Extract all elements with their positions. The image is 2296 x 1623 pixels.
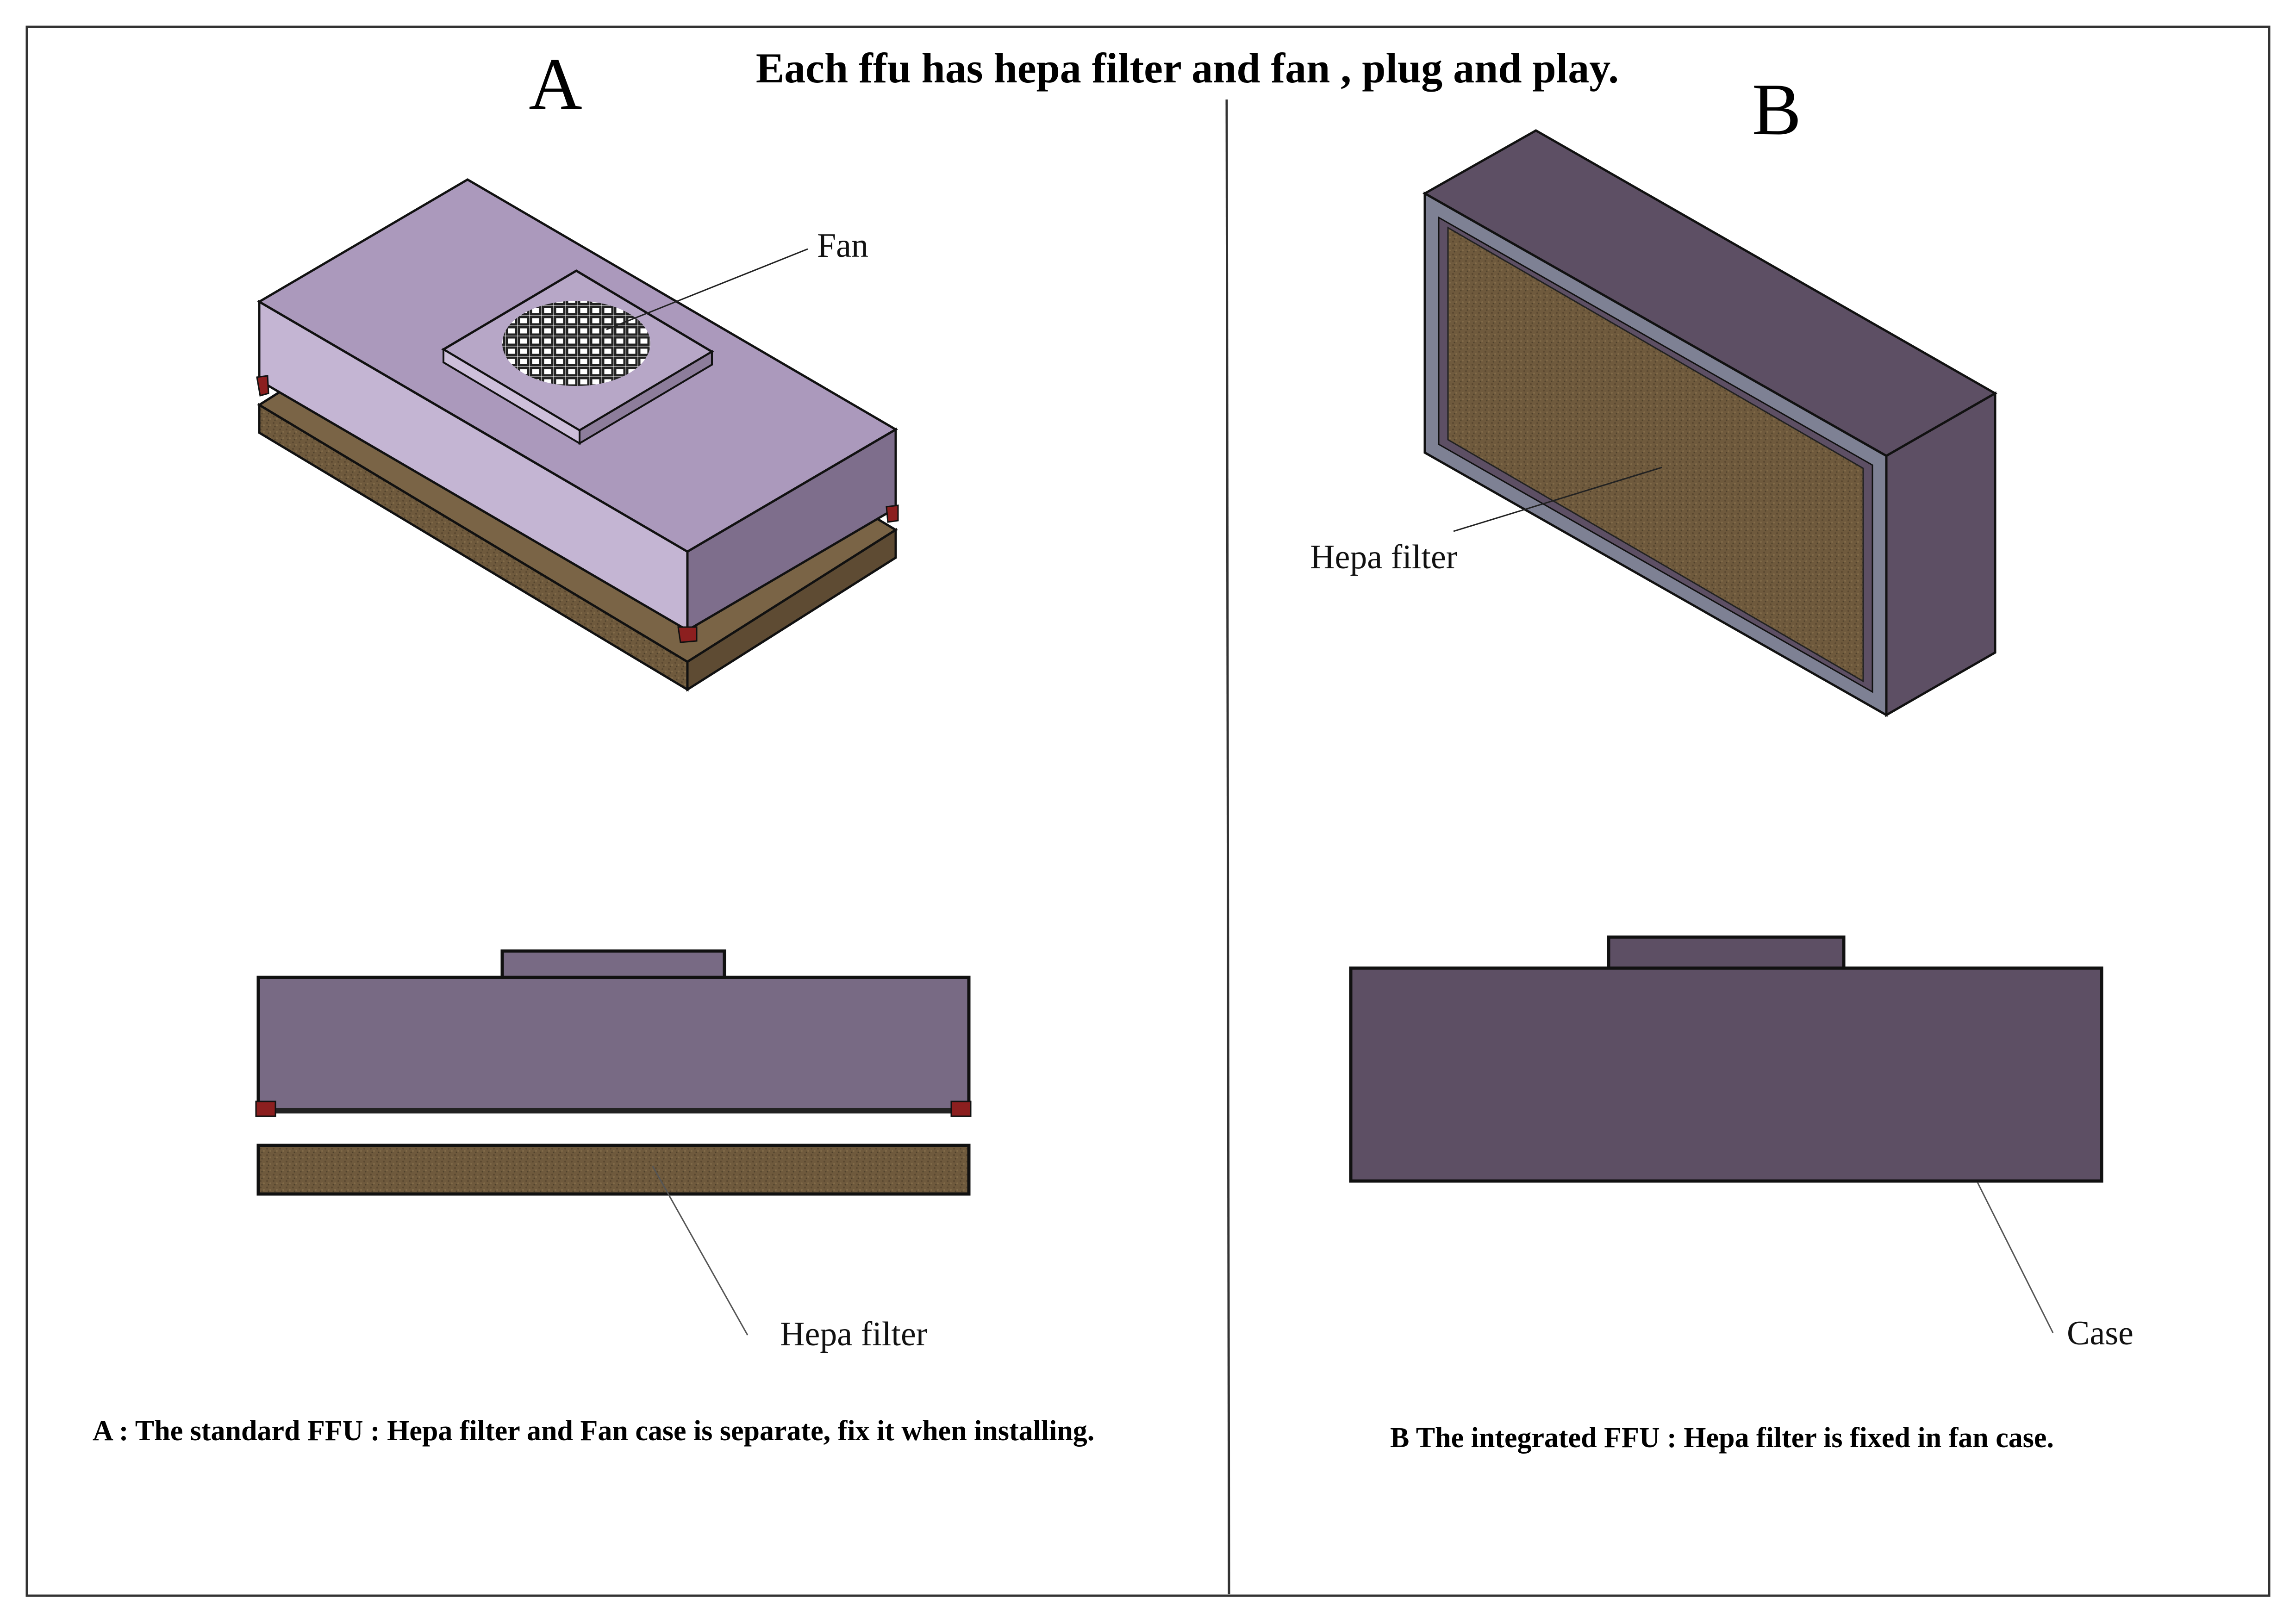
panel-a-letter: A [529,43,582,125]
panel-b-caption: B The integrated FFU : Hepa filter is fi… [1390,1422,2054,1454]
filter-elevation [256,1144,971,1196]
case-label: Case [2067,1314,2134,1352]
page-border [25,25,2271,1597]
gasket-elevation-right [950,1101,972,1117]
fan-module-side [579,350,713,445]
gasket-front [677,626,698,643]
fan-label: Fan [817,227,868,265]
gasket-right [886,504,899,523]
hepa-filter-b-leader-line [1453,466,1662,532]
fan-grille [502,301,650,386]
case-b-elevation [1349,966,2103,1183]
hepa-filter-b-label: Hepa filter [1310,538,1457,576]
hepa-filter-b-face [1447,226,1864,683]
panel-a-isometric [256,178,899,692]
filter-slab-side [686,528,897,692]
panel-a-elevation [255,949,972,1196]
fan-leader-line [606,248,808,330]
gasket-elevation-left [255,1101,276,1117]
panel-a-caption: A : The standard FFU : Hepa filter and F… [93,1415,1094,1447]
panel-b-elevation [1349,935,2103,1183]
gasket-left [256,375,269,397]
hepa-filter-a-label: Hepa filter [780,1315,927,1353]
hepa-filter-a-leader-line [652,1166,749,1336]
panel-divider [1225,99,1230,1595]
case-leader-line [1977,1182,2054,1333]
fan-case-elevation [256,976,971,1113]
fan-module-elevation [500,949,726,980]
panel-b-letter: B [1752,68,1802,150]
panel-b-isometric [1422,129,1998,717]
fan-module-b-elevation [1607,935,1846,971]
elevation-bottom-rail [258,1108,969,1113]
page-title: Each ffu has hepa filter and fan , plug … [756,44,1619,92]
